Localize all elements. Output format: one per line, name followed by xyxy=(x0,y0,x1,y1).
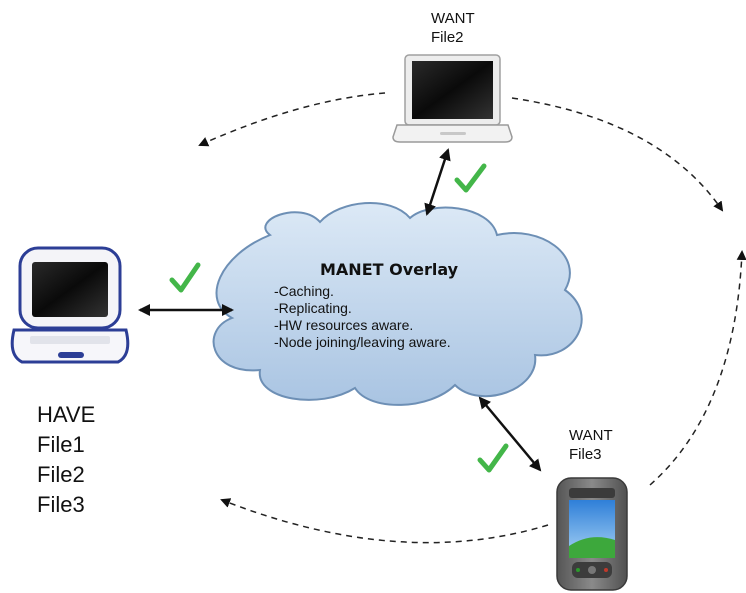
dashed-arrow-bottom-left xyxy=(220,498,549,544)
dashed-arrow-right-up xyxy=(649,250,746,486)
left-node-file: File3 xyxy=(37,492,85,517)
overlay-feature: -HW resources aware. xyxy=(274,317,414,333)
manet-overlay-cloud xyxy=(212,201,583,406)
check-icon xyxy=(454,163,487,193)
overlay-feature: -Node joining/leaving aware. xyxy=(274,334,451,350)
overlay-title: MANET Overlay xyxy=(320,260,459,279)
overlay-feature: -Replicating. xyxy=(274,300,352,316)
left-node-status: HAVE xyxy=(37,402,96,427)
laptop-icon-left xyxy=(10,246,130,364)
bottom-node-status: WANT xyxy=(569,427,613,444)
link-arrow-bottom xyxy=(478,396,542,472)
overlay-feature-list: -Caching. -Replicating. -HW resources aw… xyxy=(274,283,451,351)
left-node-file: File1 xyxy=(37,432,85,457)
dashed-arrow-top-left xyxy=(198,92,386,147)
check-icon xyxy=(169,262,201,293)
bottom-node-file: File3 xyxy=(569,446,602,463)
top-node-status: WANT xyxy=(431,10,475,27)
laptop-icon-top xyxy=(392,54,513,143)
overlay-feature: -Caching. xyxy=(274,283,334,299)
link-arrow-top xyxy=(424,148,451,216)
dashed-arrow-top-right xyxy=(511,97,724,212)
pda-phone-icon xyxy=(556,477,628,591)
left-node-file: File2 xyxy=(37,462,85,487)
top-node-file: File2 xyxy=(431,29,464,46)
check-icon xyxy=(477,443,509,473)
